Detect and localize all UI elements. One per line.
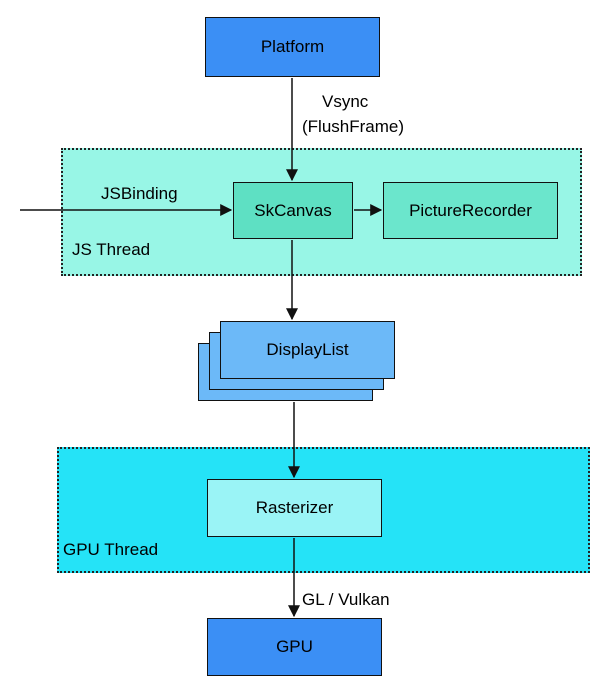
jsbinding-label: JSBinding (101, 184, 178, 203)
gpu-thread-label: GPU Thread (63, 540, 159, 559)
rasterizer-node: Rasterizer (207, 479, 382, 537)
picturerecorder-node: PictureRecorder (383, 182, 558, 239)
js-thread-label: JS Thread (72, 240, 151, 259)
vsync-label: Vsync (322, 92, 369, 111)
displaylist-node: DisplayList (220, 321, 395, 379)
gpu-node: GPU (207, 618, 382, 676)
gpu-thread-region (57, 447, 590, 573)
gl-vulkan-label: GL / Vulkan (302, 590, 390, 609)
flushframe-label: (FlushFrame) (302, 117, 405, 136)
skcanvas-node: SkCanvas (233, 182, 353, 239)
platform-node: Platform (205, 17, 380, 77)
